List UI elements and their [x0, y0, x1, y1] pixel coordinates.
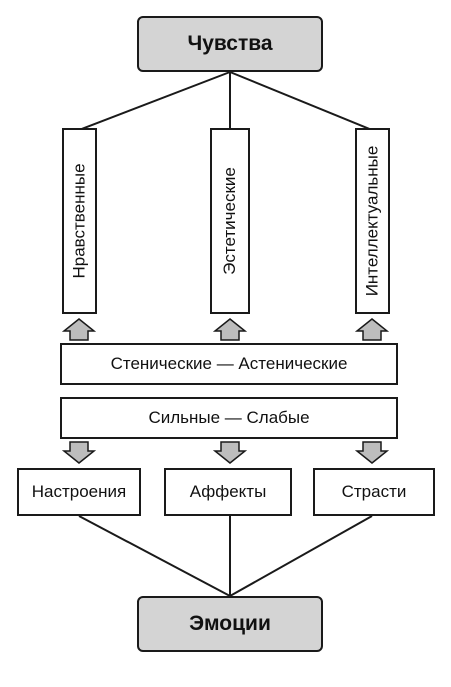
arrow-down-passions — [354, 441, 390, 464]
category-aesthetic-label: Эстетические — [220, 167, 239, 275]
property-sthenic-asthenic: Стенические — Астенические — [60, 343, 398, 385]
property-strong-weak-label: Сильные — Слабые — [148, 408, 310, 427]
arrow-down-moods — [61, 441, 97, 464]
category-moral: Нравственные — [62, 128, 97, 314]
feelings-label: Чувства — [187, 32, 273, 55]
property-strong-weak: Сильные — Слабые — [60, 397, 398, 439]
form-affects-label: Аффекты — [189, 482, 267, 501]
form-passions: Страсти — [313, 468, 435, 516]
category-moral-label: Нравственные — [69, 163, 89, 279]
arrow-down-affects — [212, 441, 248, 464]
category-aesthetic: Эстетические — [210, 128, 250, 314]
form-moods-label: Настроения — [31, 482, 127, 501]
connector-feelings-intellectual — [229, 71, 373, 131]
form-affects: Аффекты — [164, 468, 292, 516]
form-moods: Настроения — [17, 468, 141, 516]
connector-moods-emotions — [78, 515, 231, 597]
category-intellectual-label: Интеллектуальные — [362, 145, 382, 297]
connector-passions-emotions — [229, 515, 373, 597]
feelings-node: Чувства — [137, 16, 323, 72]
arrow-up-intellectual — [354, 318, 390, 341]
arrow-up-moral — [61, 318, 97, 341]
arrow-up-aesthetic — [212, 318, 248, 341]
category-intellectual: Интеллектуальные — [355, 128, 390, 314]
emotions-node: Эмоции — [137, 596, 323, 652]
emotions-label: Эмоции — [189, 612, 271, 635]
property-sthenic-asthenic-label: Стенические — Астенические — [110, 354, 348, 373]
form-passions-label: Страсти — [341, 482, 407, 501]
connector-feelings-moral — [78, 71, 231, 131]
